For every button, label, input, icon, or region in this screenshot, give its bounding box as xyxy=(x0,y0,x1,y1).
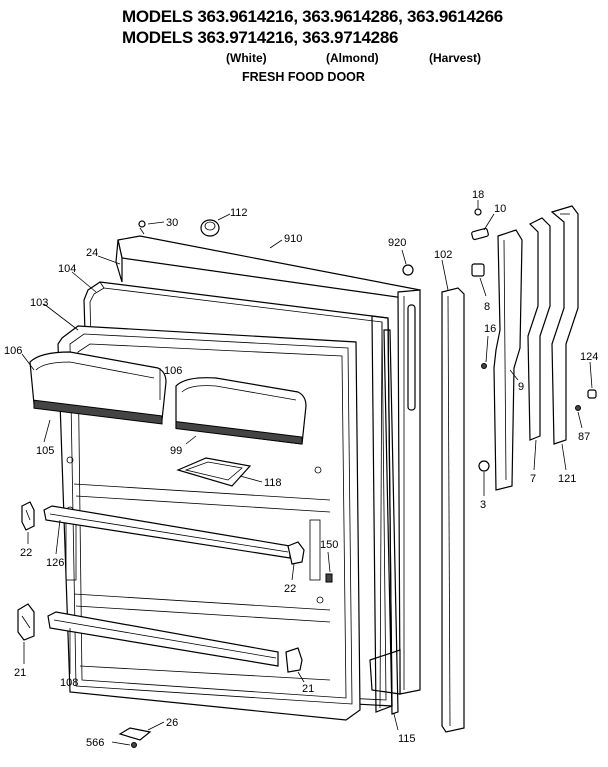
label-121: 121 xyxy=(558,473,576,485)
seal-strip-115 xyxy=(383,329,399,715)
screw-30 xyxy=(138,220,146,235)
label-30: 30 xyxy=(166,217,178,229)
shelf-end-cap-21-right xyxy=(285,647,303,673)
label-126: 126 xyxy=(46,557,64,569)
butter-tray xyxy=(176,457,252,487)
color-harvest: (Harvest) xyxy=(429,51,482,65)
diagram-subtitle: FRESH FOOD DOOR xyxy=(242,70,365,84)
models-line-1: MODELS 363.9614216, 363.9614286, 363.961… xyxy=(122,7,503,26)
label-7: 7 xyxy=(530,473,536,485)
label-21-right: 21 xyxy=(302,683,314,695)
handle-trim-7 xyxy=(527,217,551,441)
label-22-left: 22 xyxy=(20,547,32,559)
label-112: 112 xyxy=(230,207,248,219)
label-24: 24 xyxy=(86,247,98,259)
screw-87 xyxy=(575,405,581,411)
handle-trim-121 xyxy=(550,205,579,445)
label-26: 26 xyxy=(166,717,178,729)
bracket-26 xyxy=(118,727,152,748)
clip-150 xyxy=(325,573,333,583)
dairy-door-left xyxy=(29,351,167,425)
handle-9 xyxy=(493,229,523,491)
part-labels: 30 112 910 920 24 104 103 106 106 105 99… xyxy=(4,189,598,749)
hinge-pin-18 xyxy=(474,208,482,216)
shelf-end-cap-22-left xyxy=(21,501,35,531)
label-87: 87 xyxy=(578,431,590,443)
label-150: 150 xyxy=(320,539,338,551)
dairy-door-right xyxy=(175,377,307,445)
plug-920 xyxy=(402,264,414,276)
label-105: 105 xyxy=(36,445,54,457)
label-115: 115 xyxy=(398,733,416,745)
models-line-2: MODELS 363.9714216, 363.9714286 xyxy=(122,28,399,47)
label-21-left: 21 xyxy=(14,667,26,679)
trim-strip-102 xyxy=(441,287,465,733)
label-124: 124 xyxy=(580,351,598,363)
shelf-end-cap-21-left xyxy=(17,603,35,641)
label-910: 910 xyxy=(284,233,302,245)
label-3: 3 xyxy=(480,499,486,511)
screw-16 xyxy=(481,363,487,369)
label-10: 10 xyxy=(494,203,506,215)
color-almond: (Almond) xyxy=(326,51,379,65)
label-118: 118 xyxy=(264,477,282,489)
diagram-header: MODELS 363.9614216, 363.9614286, 363.961… xyxy=(0,0,608,100)
bushing-10 xyxy=(471,227,489,241)
shelf-bar-lower xyxy=(47,611,279,667)
label-8: 8 xyxy=(484,301,490,313)
label-104: 104 xyxy=(58,263,76,275)
label-18: 18 xyxy=(472,189,484,201)
label-102: 102 xyxy=(434,249,452,261)
label-566: 566 xyxy=(86,737,104,749)
stop-3 xyxy=(478,460,490,472)
color-white: (White) xyxy=(226,51,267,65)
door-outer-panel xyxy=(115,235,421,695)
label-99: 99 xyxy=(170,445,182,457)
label-22-right: 22 xyxy=(284,583,296,595)
label-9: 9 xyxy=(518,381,524,393)
label-106-right: 106 xyxy=(164,365,182,377)
cam-8 xyxy=(471,263,485,277)
shelf-end-cap-22-right xyxy=(287,541,305,565)
label-16: 16 xyxy=(484,323,496,335)
plug-124 xyxy=(587,389,597,399)
leader-lines xyxy=(21,200,593,746)
label-106-left: 106 xyxy=(4,345,22,357)
label-108: 108 xyxy=(60,677,78,689)
plug-112 xyxy=(200,219,220,237)
label-920: 920 xyxy=(388,237,406,249)
label-103: 103 xyxy=(30,297,48,309)
